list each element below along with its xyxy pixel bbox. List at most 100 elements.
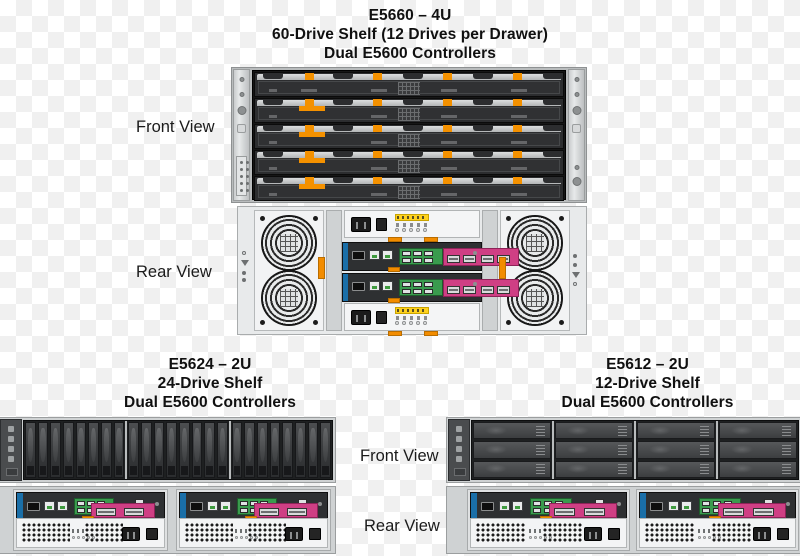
drive-expansion-ports[interactable] [399, 279, 443, 296]
host-interface-card[interactable] [254, 503, 318, 518]
drive-bay[interactable] [555, 422, 633, 440]
host-port[interactable] [481, 286, 494, 294]
drawer-latch[interactable] [305, 151, 314, 158]
host-port[interactable] [447, 255, 460, 263]
power-switch[interactable] [376, 218, 387, 231]
ethernet-port[interactable] [499, 501, 510, 511]
drive-bay[interactable] [295, 422, 306, 478]
drawer-latch[interactable] [373, 73, 382, 80]
controller-board[interactable] [16, 492, 165, 520]
drive-bay[interactable] [244, 422, 255, 478]
drive-bay[interactable] [113, 422, 125, 478]
ethernet-port[interactable] [57, 501, 68, 511]
drawer-latch[interactable] [443, 177, 452, 184]
psu-latch[interactable] [424, 237, 438, 242]
ethernet-port[interactable] [44, 501, 55, 511]
drive-drawer[interactable] [254, 150, 564, 175]
drive-bay[interactable] [179, 422, 190, 478]
controller-canister-a[interactable] [467, 489, 630, 551]
psu-latch[interactable] [388, 237, 402, 242]
drawer-latch[interactable] [299, 158, 325, 163]
drive-bay[interactable] [473, 441, 551, 459]
drive-drawer[interactable] [254, 124, 564, 149]
drawer-latch[interactable] [373, 99, 382, 106]
controller-latch[interactable] [388, 298, 400, 303]
drive-bay[interactable] [88, 422, 100, 478]
host-interface-card[interactable] [443, 279, 519, 297]
host-interface-card[interactable] [549, 503, 617, 518]
power-supply[interactable] [16, 518, 165, 548]
drawer-latch[interactable] [513, 151, 522, 158]
drive-bay[interactable] [320, 422, 332, 478]
drawer-latch[interactable] [305, 125, 314, 132]
serial-port[interactable] [352, 251, 365, 260]
serial-port[interactable] [650, 502, 663, 511]
controller-canister-b[interactable] [342, 273, 519, 302]
power-switch[interactable] [376, 311, 387, 324]
drive-bay[interactable] [257, 422, 268, 478]
host-port[interactable] [723, 508, 744, 516]
drawer-latch[interactable] [513, 125, 522, 132]
controller-latch[interactable] [318, 257, 325, 279]
drive-bay[interactable] [637, 441, 715, 459]
drive-bay[interactable] [63, 422, 74, 478]
host-port[interactable] [753, 508, 774, 516]
controller-board[interactable] [639, 492, 796, 520]
power-switch[interactable] [777, 528, 789, 540]
drawer-latch[interactable] [305, 177, 314, 184]
ethernet-port[interactable] [382, 250, 393, 260]
ethernet-port[interactable] [369, 250, 380, 260]
fan-module-right[interactable] [500, 210, 570, 331]
controller-board[interactable] [179, 492, 328, 520]
ethernet-port[interactable] [382, 281, 393, 291]
host-port[interactable] [259, 508, 279, 516]
ethernet-port[interactable] [369, 281, 380, 291]
drawer-latch[interactable] [299, 132, 325, 137]
drive-expansion-ports[interactable] [399, 248, 443, 265]
power-switch[interactable] [608, 528, 620, 540]
drive-bay[interactable] [473, 460, 551, 478]
drive-bay[interactable] [204, 422, 216, 478]
drive-bay[interactable] [153, 422, 165, 478]
drive-bay[interactable] [719, 460, 797, 478]
host-interface-card[interactable] [91, 503, 155, 518]
drawer-latch[interactable] [299, 184, 325, 189]
host-interface-card[interactable] [718, 503, 786, 518]
drive-bay[interactable] [555, 441, 633, 459]
power-supply[interactable] [470, 518, 627, 548]
drawer-latch[interactable] [305, 99, 314, 106]
drive-bay[interactable] [217, 422, 228, 478]
host-port[interactable] [463, 286, 476, 294]
drawer-latch[interactable] [373, 125, 382, 132]
drive-bay[interactable] [231, 422, 243, 478]
host-interface-card[interactable] [443, 248, 519, 266]
host-port[interactable] [554, 508, 575, 516]
drive-bay[interactable] [307, 422, 319, 478]
drawer-latch[interactable] [443, 125, 452, 132]
drawer-latch[interactable] [305, 73, 314, 80]
drive-bay[interactable] [128, 422, 139, 478]
host-port[interactable] [287, 508, 307, 516]
serial-port[interactable] [481, 502, 494, 511]
host-port[interactable] [497, 286, 510, 294]
drive-bay[interactable] [637, 460, 715, 478]
drive-drawer[interactable] [254, 98, 564, 123]
drive-bay[interactable] [25, 422, 36, 478]
drawer-latch[interactable] [443, 73, 452, 80]
controller-canister-a[interactable] [13, 489, 168, 551]
controller-canister-b[interactable] [636, 489, 799, 551]
drive-bay[interactable] [637, 422, 715, 440]
controller-board[interactable] [470, 492, 627, 520]
host-port[interactable] [96, 508, 116, 516]
drawer-latch[interactable] [373, 177, 382, 184]
ethernet-port[interactable] [207, 501, 218, 511]
drive-bay[interactable] [141, 422, 152, 478]
host-port[interactable] [463, 255, 476, 263]
drawer-latch[interactable] [443, 151, 452, 158]
psu-latch[interactable] [388, 331, 402, 336]
fan-module-left[interactable] [254, 210, 324, 331]
drive-bay[interactable] [282, 422, 294, 478]
serial-port[interactable] [27, 502, 40, 511]
drive-drawer[interactable] [254, 72, 564, 97]
drive-bay[interactable] [50, 422, 62, 478]
